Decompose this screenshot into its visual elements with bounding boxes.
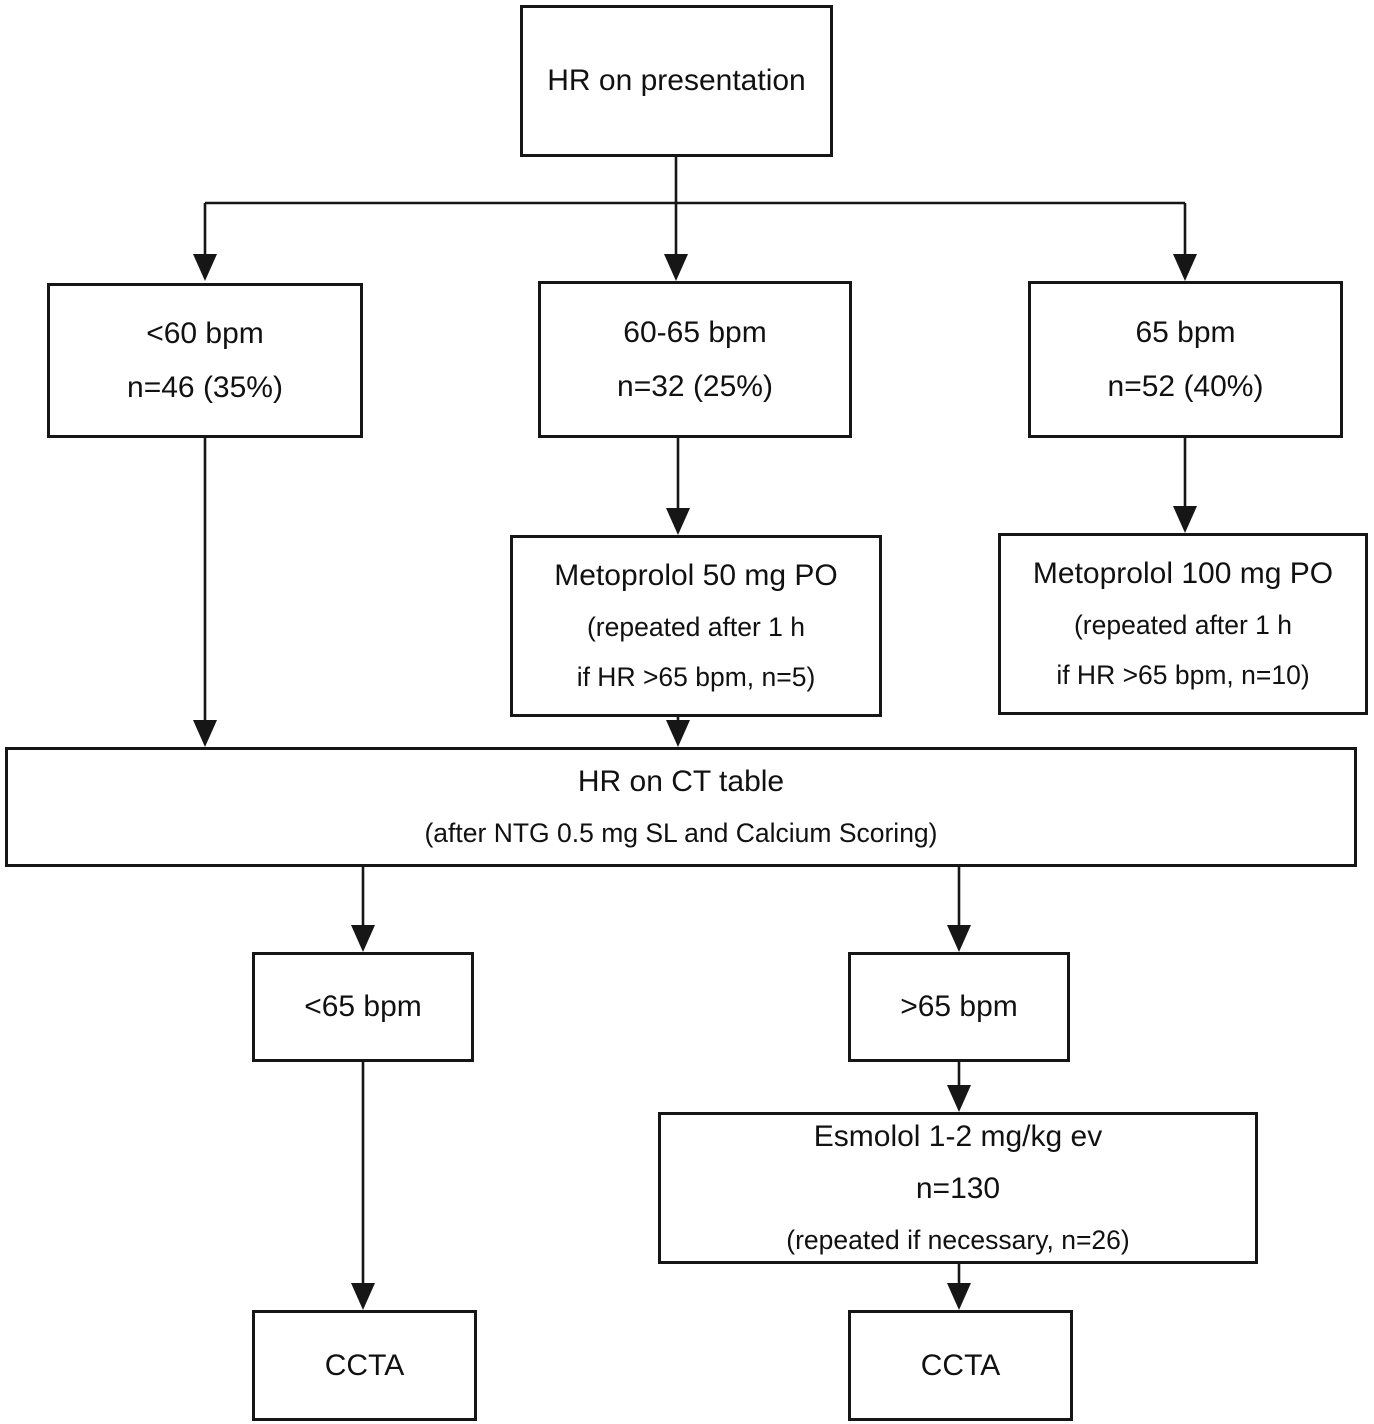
node-label: Metoprolol 100 mg PO bbox=[1032, 557, 1334, 590]
node-label: CCTA bbox=[920, 1348, 1001, 1382]
node-label: HR on CT table bbox=[577, 765, 785, 798]
arrowhead-into-gt65 bbox=[947, 925, 971, 952]
node-note-2: if HR >65 bpm, n=10) bbox=[1056, 660, 1310, 690]
node-note-1: (repeated after 1 h bbox=[586, 612, 806, 642]
node-label: <60 bpm bbox=[146, 316, 264, 350]
node-hr-on-presentation: HR on presentation bbox=[520, 5, 833, 157]
node-metoprolol-50: Metoprolol 50 mg PO (repeated after 1 h … bbox=[510, 535, 882, 717]
arrowhead-into-esmolol bbox=[947, 1085, 971, 1112]
node-hr-65: 65 bpm n=52 (40%) bbox=[1028, 281, 1343, 438]
arrowhead-into-lt65 bbox=[351, 925, 375, 952]
arrowhead-into-65 bbox=[1173, 254, 1197, 281]
arrowhead-into-ccta-right bbox=[947, 1283, 971, 1310]
node-note-2: if HR >65 bpm, n=5) bbox=[576, 662, 816, 692]
arrowhead-left-into-cttable bbox=[193, 720, 217, 747]
node-ccta-left: CCTA bbox=[252, 1310, 477, 1421]
node-label: 60-65 bpm bbox=[623, 315, 767, 349]
node-label: CCTA bbox=[324, 1348, 405, 1382]
node-label: Esmolol 1-2 mg/kg ev bbox=[813, 1120, 1103, 1153]
node-hr-60-65: 60-65 bpm n=32 (25%) bbox=[538, 281, 852, 438]
node-hr-on-ct-table: HR on CT table (after NTG 0.5 mg SL and … bbox=[5, 747, 1357, 867]
node-esmolol: Esmolol 1-2 mg/kg ev n=130 (repeated if … bbox=[658, 1112, 1258, 1264]
node-label: 65 bpm bbox=[1135, 315, 1236, 349]
node-hr-over-65: >65 bpm bbox=[848, 952, 1070, 1062]
node-metoprolol-100: Metoprolol 100 mg PO (repeated after 1 h… bbox=[998, 533, 1368, 715]
node-note-1: (after NTG 0.5 mg SL and Calcium Scoring… bbox=[424, 818, 938, 848]
node-note-1: (repeated if necessary, n=26) bbox=[786, 1225, 1130, 1255]
node-label: Metoprolol 50 mg PO bbox=[554, 559, 838, 592]
node-label: <65 bpm bbox=[304, 990, 422, 1023]
arrowhead-into-meto50 bbox=[666, 508, 690, 535]
arrowhead-middle-into-cttable bbox=[666, 720, 690, 747]
node-ccta-right: CCTA bbox=[848, 1310, 1073, 1421]
node-label: >65 bpm bbox=[900, 990, 1018, 1023]
node-label: HR on presentation bbox=[547, 64, 806, 97]
arrowhead-into-6065 bbox=[664, 254, 688, 281]
node-count: n=32 (25%) bbox=[617, 369, 773, 403]
arrowhead-into-ccta-left bbox=[351, 1283, 375, 1310]
node-hr-under-60: <60 bpm n=46 (35%) bbox=[47, 283, 363, 438]
node-note-1: (repeated after 1 h bbox=[1073, 610, 1293, 640]
node-count: n=46 (35%) bbox=[127, 370, 283, 404]
node-count: n=130 bbox=[915, 1172, 1001, 1205]
node-hr-under-65: <65 bpm bbox=[252, 952, 474, 1062]
arrowhead-into-lt60 bbox=[193, 254, 217, 281]
flow-arrowheads bbox=[193, 254, 1197, 1310]
arrowhead-into-meto100 bbox=[1173, 506, 1197, 533]
node-count: n=52 (40%) bbox=[1107, 369, 1264, 403]
